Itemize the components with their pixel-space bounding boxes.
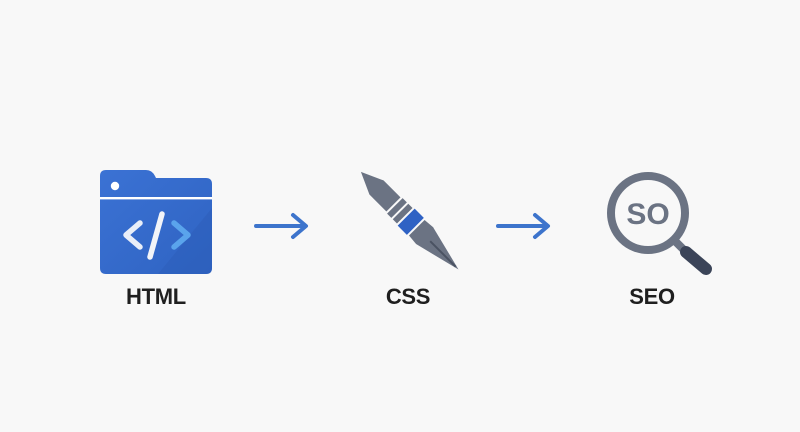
node-label-css: CSS (385, 284, 431, 309)
arrow-right-icon (496, 213, 550, 239)
magnifier-text: SO (626, 198, 669, 231)
browser-code-icon (100, 170, 212, 274)
pen-nib-icon (360, 171, 459, 270)
arrow-right-icon (254, 213, 308, 239)
node-label-html: HTML (126, 284, 186, 309)
node-label-seo: SEO (629, 284, 675, 309)
magnifier-icon: SO (607, 172, 712, 275)
